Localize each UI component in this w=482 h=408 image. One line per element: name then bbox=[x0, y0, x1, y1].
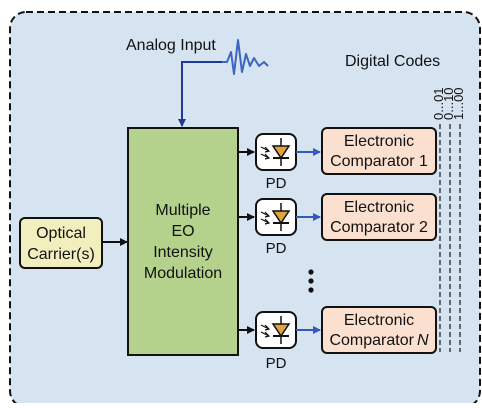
photodetector-1 bbox=[255, 133, 297, 171]
photodetector-2 bbox=[255, 198, 297, 236]
comparator-2-label-line2: Comparator 2 bbox=[330, 219, 428, 236]
modulator-label-line1: Multiple bbox=[155, 202, 210, 219]
comparator-1-label-line2: Comparator 1 bbox=[330, 153, 428, 170]
pd-1-label: PD bbox=[266, 175, 287, 192]
ellipsis-dot bbox=[308, 287, 314, 293]
comparator-2-label-line1: Electronic bbox=[344, 199, 414, 216]
pd-n-label: PD bbox=[266, 355, 287, 372]
comparator-n-index: N bbox=[417, 332, 429, 349]
photodiode-icon bbox=[271, 145, 291, 160]
eo-modulator-block bbox=[127, 127, 239, 356]
photodetector-n bbox=[255, 311, 297, 349]
photodiode-icon bbox=[271, 210, 291, 225]
comparator-n-prefix: Comparator bbox=[329, 332, 414, 349]
ellipsis-dot bbox=[308, 278, 314, 284]
analog-input-path bbox=[178, 61, 222, 127]
comparator-n-label-line1: Electronic bbox=[344, 312, 414, 329]
digital-code-1: 0...01 bbox=[431, 87, 446, 120]
comparator-2-box bbox=[321, 193, 437, 241]
pd-2-label: PD bbox=[266, 240, 287, 257]
optical-carrier-label-line1: Optical bbox=[36, 225, 86, 242]
digital-codes-label: Digital Codes bbox=[345, 53, 440, 70]
digital-code-3: 1...00 bbox=[451, 87, 466, 120]
comparator-1-box bbox=[321, 127, 437, 175]
digital-code-2: 0...10 bbox=[441, 87, 456, 120]
ellipsis-dot bbox=[308, 269, 314, 275]
comparator-1-label-line1: Electronic bbox=[344, 133, 414, 150]
modulator-label-line3: Intensity bbox=[153, 244, 213, 261]
photodiode-icon bbox=[271, 323, 291, 338]
optical-carrier-label-line2: Carrier(s) bbox=[27, 246, 95, 263]
comparator-n-box bbox=[321, 306, 437, 354]
modulator-label-line4: Modulation bbox=[144, 265, 222, 282]
modulator-label-line2: EO bbox=[171, 223, 194, 240]
analog-input-label: Analog Input bbox=[126, 37, 216, 54]
analog-signal-waveform-icon bbox=[222, 39, 269, 75]
